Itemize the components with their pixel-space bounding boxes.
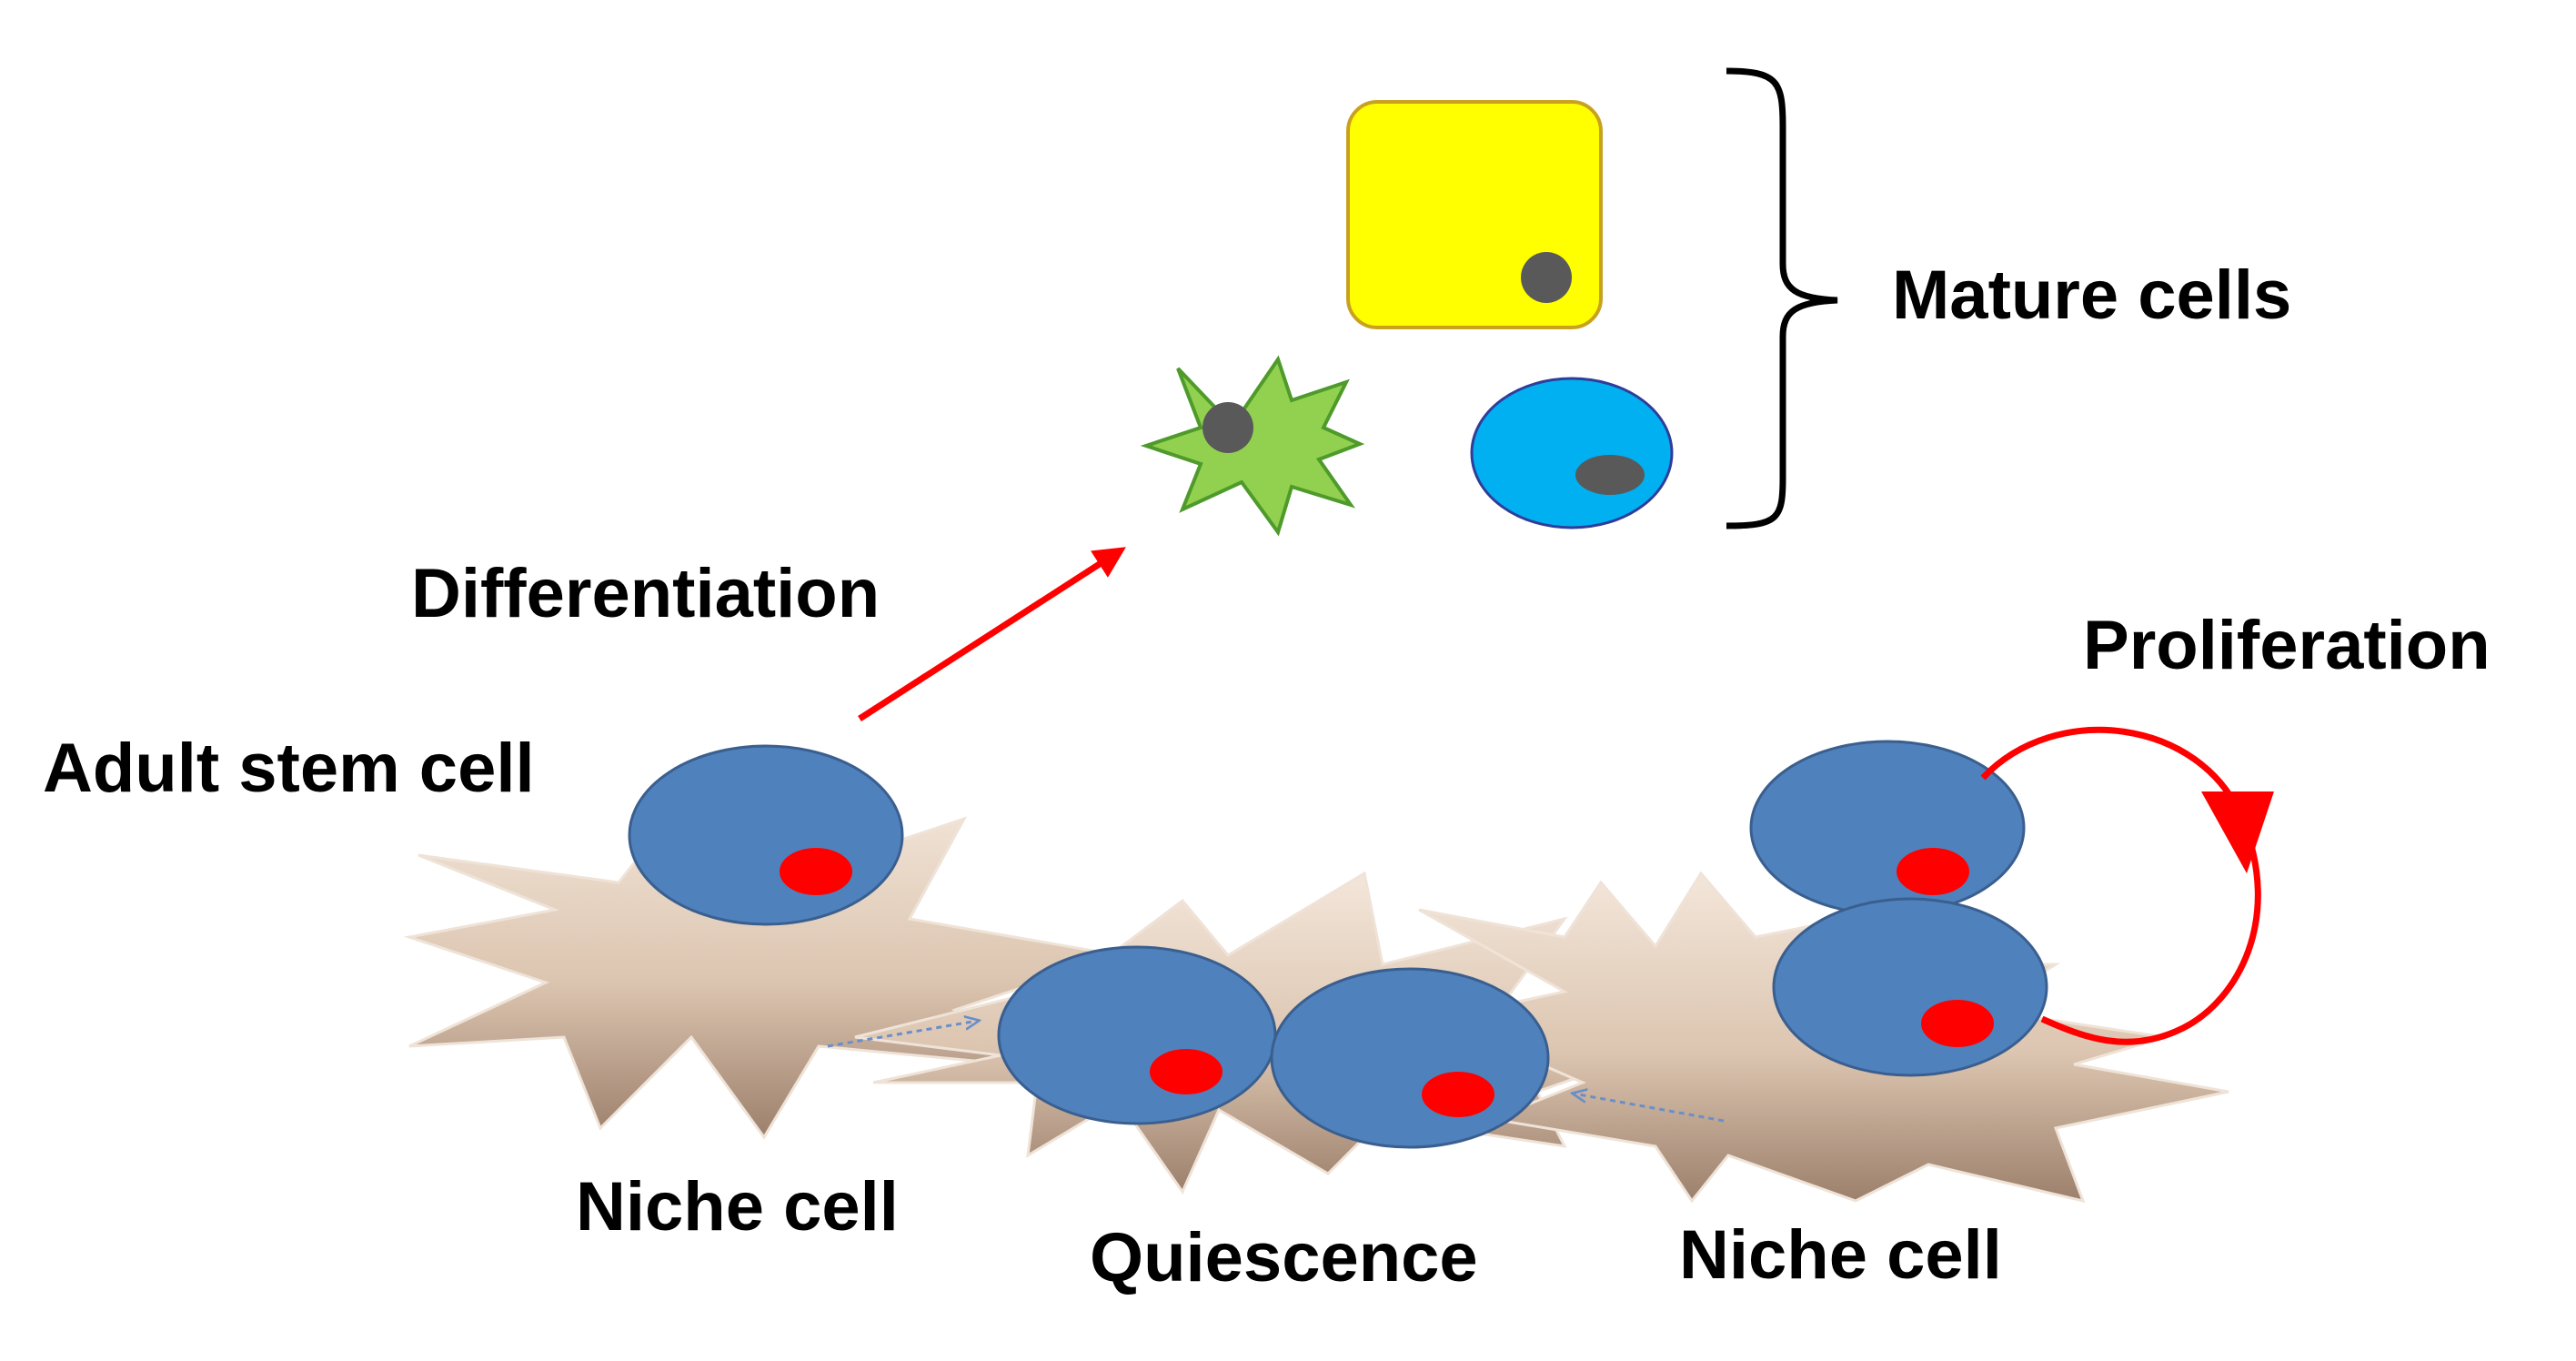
- dotted-arrows: [827, 1021, 1725, 1123]
- quiescent-cell-1-nucleus: [1150, 1049, 1223, 1094]
- label-adult-stem-cell: Adult stem cell: [43, 730, 535, 807]
- quiescent-stem-cells: [997, 945, 1550, 1149]
- proliferating-stem-cells: [1749, 740, 2048, 1077]
- differentiation-arrow: [858, 547, 1126, 721]
- label-niche-cell-left: Niche cell: [576, 1168, 899, 1245]
- mature-cells-bracket: [1726, 67, 1838, 529]
- label-mature-cells: Mature cells: [1892, 257, 2291, 334]
- mature-cell-blue: [1470, 377, 1674, 529]
- mature-yellow-nucleus: [1521, 252, 1572, 303]
- mature-green-nucleus: [1202, 402, 1253, 453]
- label-proliferation: Proliferation: [2083, 607, 2490, 684]
- mature-cell-yellow: [1346, 100, 1603, 329]
- proliferation-arrow: [1980, 726, 2274, 1045]
- stem-cell-nucleus: [780, 848, 852, 895]
- label-differentiation: Differentiation: [411, 555, 880, 632]
- proliferating-cell-2-nucleus: [1921, 1000, 1994, 1047]
- quiescent-cell-2-nucleus: [1422, 1072, 1494, 1117]
- mature-cell-green: [1140, 355, 1365, 537]
- dotted-arrow-right: [827, 1021, 978, 1048]
- label-niche-cell-right: Niche cell: [1679, 1216, 2002, 1294]
- label-quiescence: Quiescence: [1090, 1219, 1478, 1296]
- proliferating-cell-1-nucleus: [1897, 848, 1969, 895]
- adult-stem-cell: [628, 744, 904, 926]
- dotted-arrow-left: [1574, 1094, 1725, 1123]
- proliferation-arrowhead: [2201, 791, 2274, 873]
- mature-blue-nucleus: [1575, 455, 1645, 495]
